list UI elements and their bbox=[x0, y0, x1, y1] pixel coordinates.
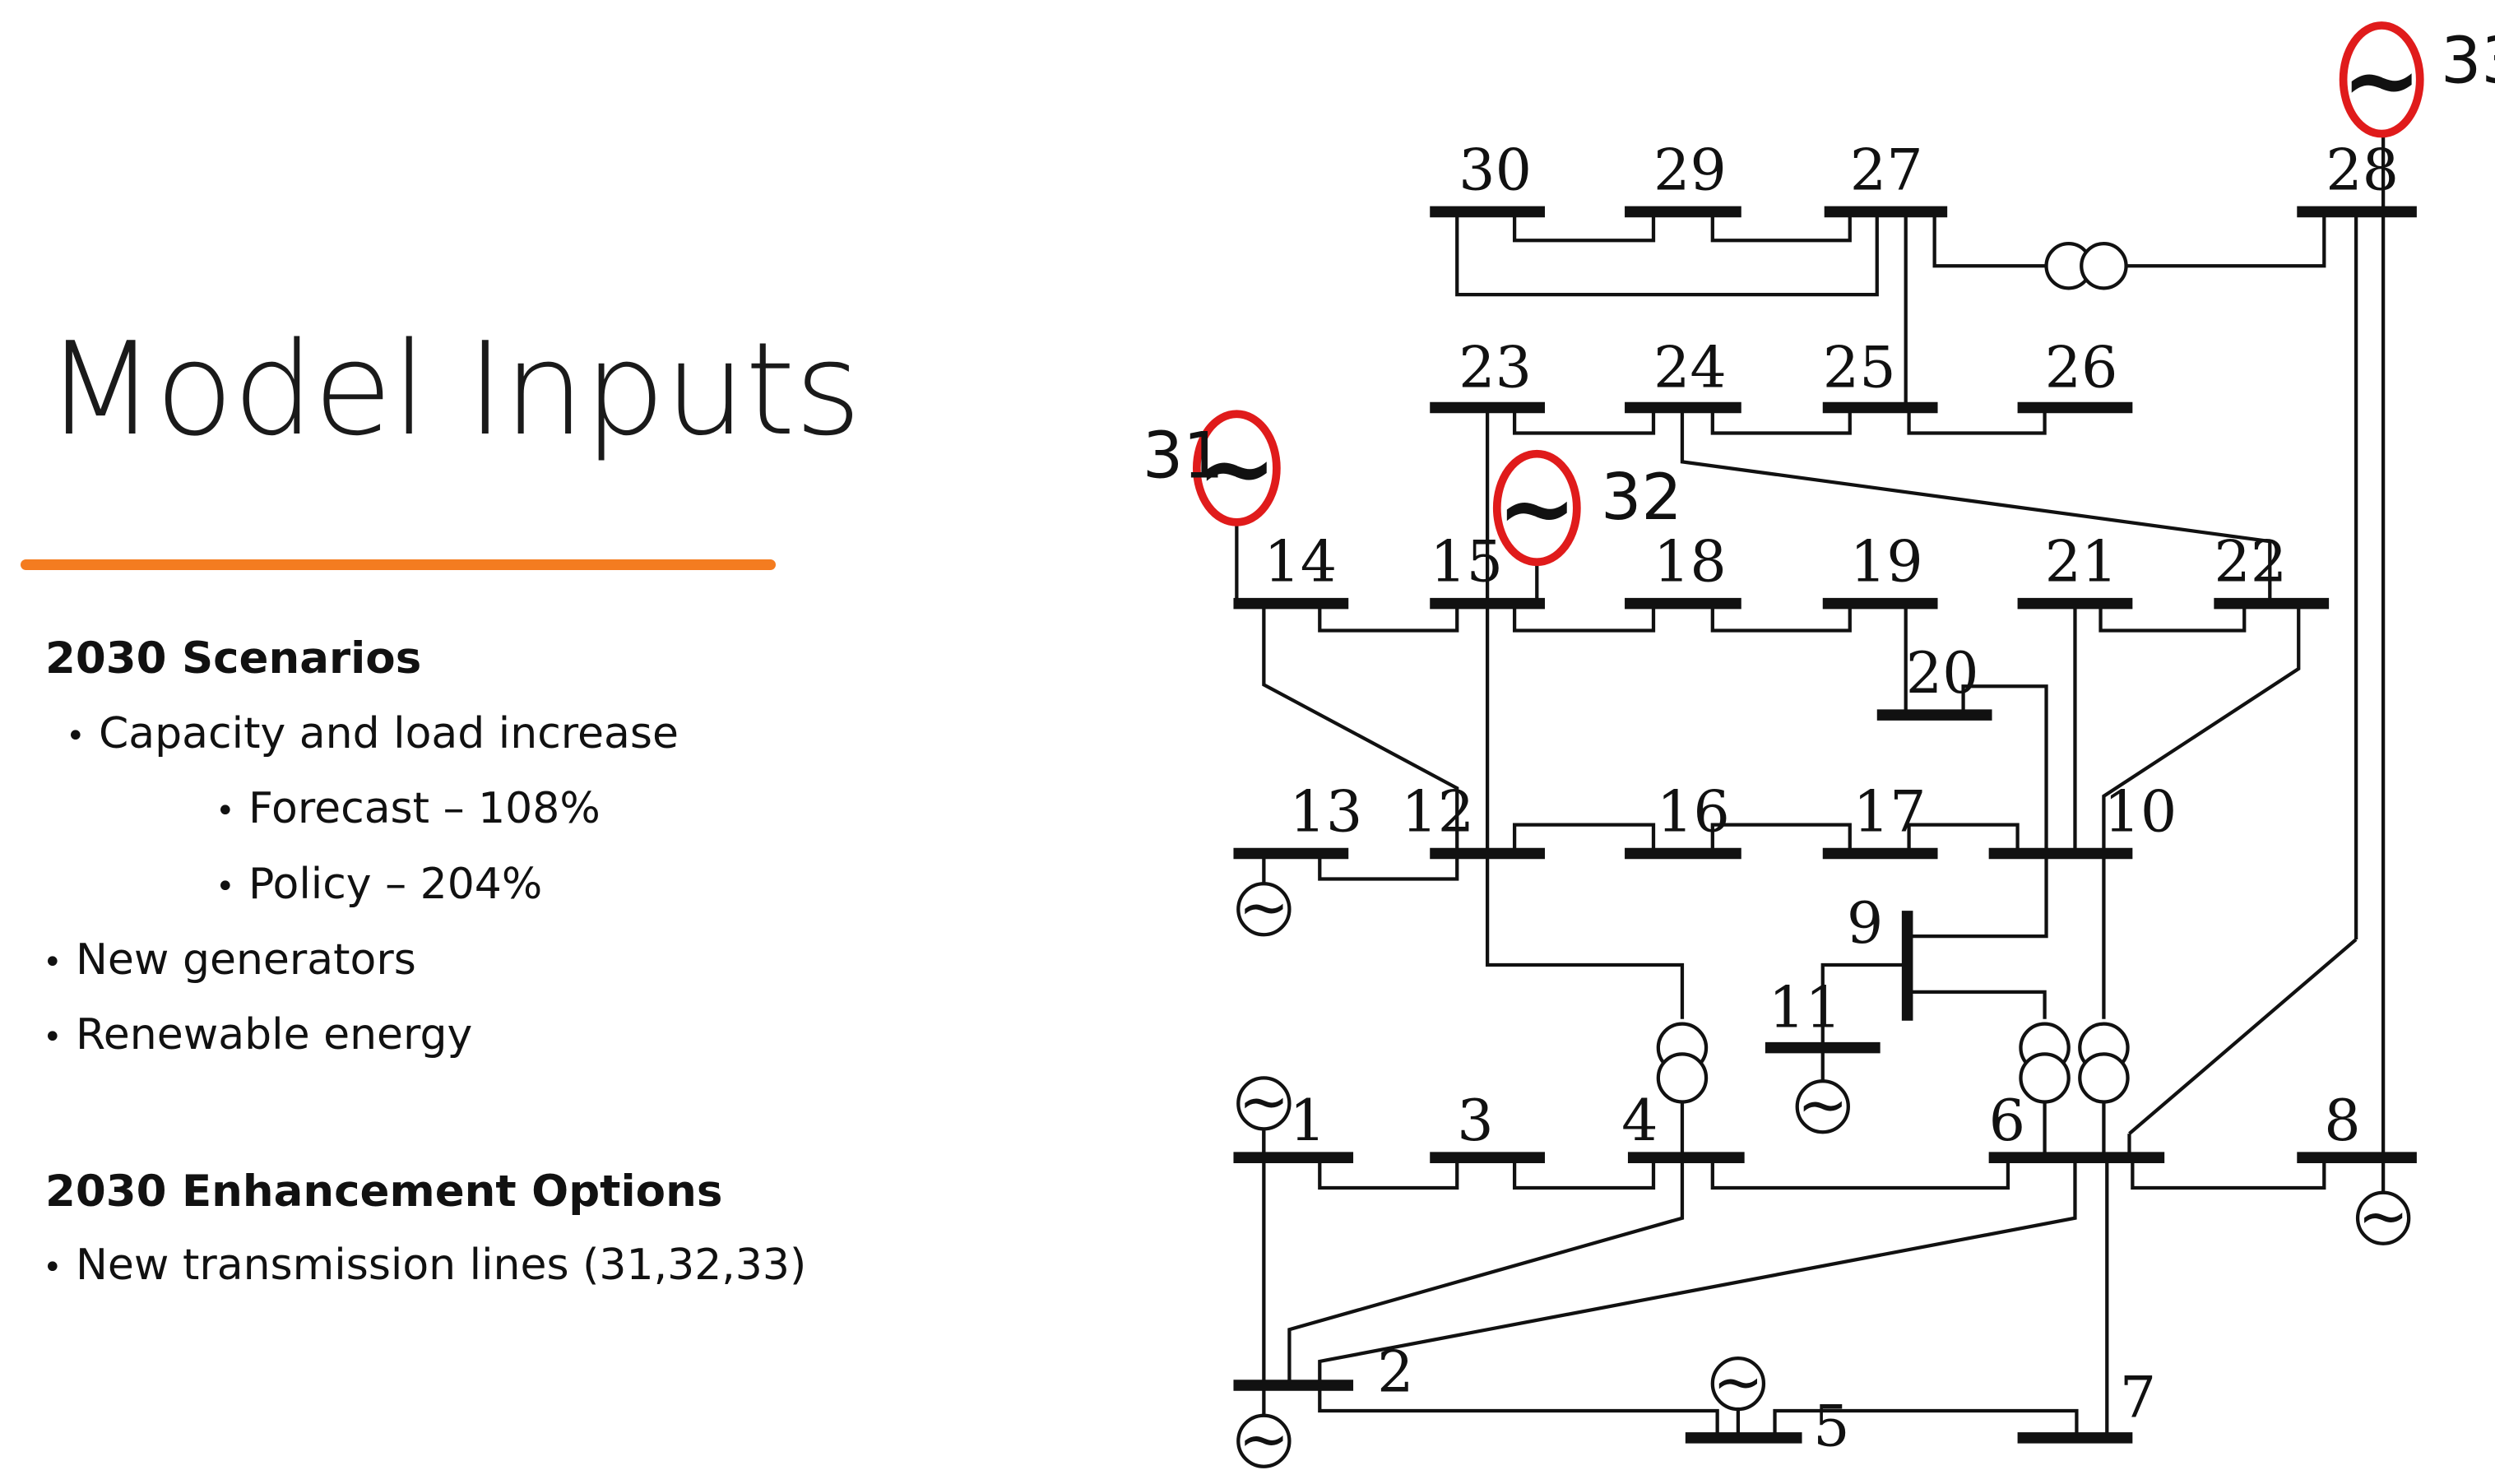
svg-text:1: 1 bbox=[1289, 1087, 1325, 1154]
transformers bbox=[1656, 242, 2130, 1104]
svg-text:~: ~ bbox=[1238, 1068, 1289, 1138]
svg-text:24: 24 bbox=[1653, 334, 1727, 401]
bus-labels: 30 29 27 28 23 24 25 26 14 15 18 19 21 2… bbox=[1264, 137, 2399, 1459]
generators: ~ ~ ~ ~ ~ ~ bbox=[1236, 874, 2411, 1475]
svg-text:30: 30 bbox=[1459, 137, 1532, 203]
svg-text:~: ~ bbox=[1238, 874, 1289, 944]
svg-text:15: 15 bbox=[1430, 529, 1503, 596]
bullet-icon: • bbox=[43, 1249, 63, 1287]
svg-text:20: 20 bbox=[1906, 640, 1979, 707]
svg-text:~: ~ bbox=[1713, 1347, 1764, 1417]
title-underline bbox=[21, 559, 776, 570]
new-line-label: 31 bbox=[1143, 420, 1224, 494]
bullet-icon: • bbox=[216, 792, 235, 830]
new-generators: ~ ~ ~ 31 32 33 bbox=[1143, 21, 2495, 567]
svg-text:16: 16 bbox=[1657, 778, 1730, 845]
svg-text:29: 29 bbox=[1653, 137, 1727, 203]
svg-text:18: 18 bbox=[1653, 529, 1727, 596]
svg-text:5: 5 bbox=[1813, 1394, 1849, 1460]
svg-text:2: 2 bbox=[1377, 1339, 1413, 1406]
svg-text:~: ~ bbox=[2341, 26, 2422, 137]
scenarios-heading: 2030 Scenarios bbox=[45, 633, 422, 684]
bullet-icon: • bbox=[43, 1018, 63, 1056]
transmission-lines bbox=[1235, 137, 2386, 1438]
svg-text:23: 23 bbox=[1459, 334, 1532, 401]
list-item: •Policy – 204% bbox=[216, 860, 543, 909]
svg-text:28: 28 bbox=[2326, 137, 2399, 203]
list-item: •New transmission lines (31,32,33) bbox=[43, 1241, 807, 1290]
svg-text:21: 21 bbox=[2045, 529, 2118, 596]
svg-text:27: 27 bbox=[1850, 137, 1923, 203]
power-grid-diagram: ~ ~ ~ ~ ~ ~ ~ ~ ~ 31 32 33 30 29 27 28 2… bbox=[1143, 21, 2495, 1475]
svg-text:~: ~ bbox=[1197, 414, 1278, 525]
svg-text:22: 22 bbox=[2214, 529, 2287, 596]
list-item: •Forecast – 108% bbox=[216, 784, 601, 833]
svg-text:9: 9 bbox=[1847, 890, 1883, 957]
svg-text:~: ~ bbox=[1797, 1071, 1848, 1141]
list-item: •Capacity and load increase bbox=[66, 709, 679, 758]
svg-text:3: 3 bbox=[1457, 1087, 1493, 1154]
svg-text:10: 10 bbox=[2103, 778, 2177, 845]
svg-text:7: 7 bbox=[2120, 1365, 2156, 1431]
svg-text:26: 26 bbox=[2045, 334, 2118, 401]
list-item: •New generators bbox=[43, 935, 416, 985]
page-title: Model Inputs bbox=[45, 314, 861, 464]
svg-text:8: 8 bbox=[2324, 1087, 2360, 1154]
svg-text:~: ~ bbox=[1238, 1405, 1289, 1475]
svg-text:12: 12 bbox=[1401, 778, 1474, 845]
buses bbox=[1233, 206, 2417, 1444]
enhancement-heading: 2030 Enhancement Options bbox=[45, 1166, 723, 1217]
bullet-icon: • bbox=[216, 868, 235, 906]
svg-text:19: 19 bbox=[1850, 529, 1923, 596]
svg-text:11: 11 bbox=[1769, 975, 1842, 1041]
svg-text:~: ~ bbox=[2358, 1182, 2409, 1252]
list-item: •Renewable energy bbox=[43, 1010, 473, 1060]
svg-text:~: ~ bbox=[1496, 453, 1577, 564]
bullet-icon: • bbox=[43, 944, 63, 981]
svg-text:25: 25 bbox=[1823, 334, 1896, 401]
svg-text:4: 4 bbox=[1621, 1087, 1658, 1154]
svg-text:6: 6 bbox=[1989, 1087, 2025, 1154]
svg-text:13: 13 bbox=[1289, 778, 1362, 845]
new-line-label: 32 bbox=[1601, 461, 1682, 535]
svg-text:17: 17 bbox=[1853, 778, 1927, 845]
bullet-icon: • bbox=[66, 717, 86, 755]
new-line-label: 33 bbox=[2441, 25, 2495, 99]
svg-text:14: 14 bbox=[1264, 529, 1337, 596]
